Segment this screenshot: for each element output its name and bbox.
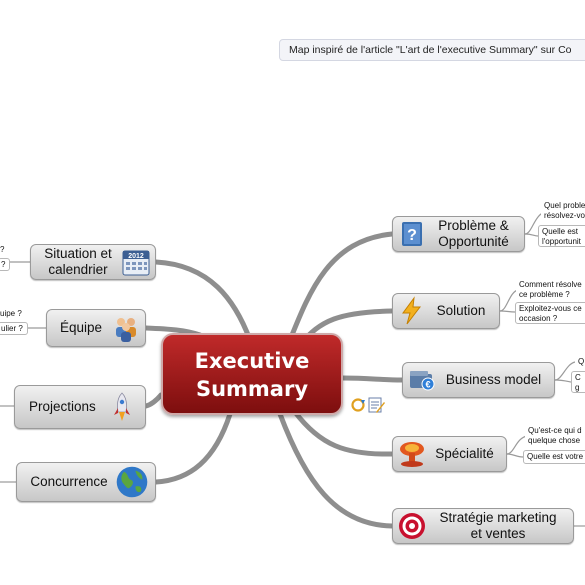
branch-strategie xyxy=(277,411,395,529)
sub-connector xyxy=(554,379,572,383)
subtopic[interactable]: C g xyxy=(571,371,585,393)
question-book-icon: ? xyxy=(397,219,427,249)
sub-connector xyxy=(506,453,524,458)
topic-label-line2: et ventes xyxy=(470,526,526,541)
calendar-icon: 2012 xyxy=(121,247,151,277)
subtopic[interactable]: Quelle est votre xyxy=(523,450,585,464)
topic-label-line2: calendrier xyxy=(48,262,108,277)
topic-label-line1: Situation et xyxy=(44,246,112,261)
topic-probleme-opportunite[interactable]: ? Problème & Opportunité xyxy=(392,216,525,252)
svg-text:€: € xyxy=(425,380,430,390)
sub-connector xyxy=(499,310,516,313)
topic-projections[interactable]: Projections xyxy=(14,385,146,429)
subtopic[interactable]: ? xyxy=(0,244,8,256)
topic-label: Projections xyxy=(29,399,96,414)
topic-equipe[interactable]: Équipe xyxy=(46,309,146,347)
branch-specialite xyxy=(292,409,395,457)
subtopic[interactable]: Comment résolve ce problème ? xyxy=(516,279,585,301)
topic-label: Solution xyxy=(436,303,486,318)
topic-label: Business model xyxy=(445,372,542,387)
central-topic-markers xyxy=(350,396,386,414)
topic-label-line1: Problème & xyxy=(438,218,509,233)
svg-text:?: ? xyxy=(407,227,417,244)
lightning-icon xyxy=(397,296,427,326)
central-topic-line2: Summary xyxy=(195,377,309,401)
subtopic[interactable]: Quelle est l'opportunit xyxy=(538,225,585,247)
topic-label: Spécialité xyxy=(435,446,494,461)
topic-label-line2: Opportunité xyxy=(438,234,509,249)
subtopic[interactable]: uipe ? xyxy=(0,308,26,320)
branch-business-model xyxy=(340,375,405,383)
topic-situation-calendrier[interactable]: Situation et calendrier 2012 xyxy=(30,244,156,280)
note-edit-icon xyxy=(368,397,385,413)
topic-specialite[interactable]: Spécialité xyxy=(392,436,507,472)
sub-connector xyxy=(524,233,539,237)
central-topic-line1: Executive xyxy=(194,349,310,373)
globe-icon xyxy=(115,465,149,499)
target-icon xyxy=(397,511,427,541)
subtopic[interactable]: Qu'est-ce qui d quelque chose xyxy=(525,425,585,447)
topic-label-line1: Stratégie marketing xyxy=(439,510,557,525)
branch-situation xyxy=(153,259,253,343)
subtopic[interactable]: ? xyxy=(0,258,10,271)
subtopic[interactable]: Quel proble résolvez-vo xyxy=(541,200,585,222)
topic-concurrence[interactable]: Concurrence xyxy=(16,462,156,502)
branch-projections xyxy=(143,392,164,409)
team-icon xyxy=(111,313,141,343)
refresh-icon xyxy=(351,398,365,412)
central-topic[interactable]: Executive Summary xyxy=(161,333,343,415)
explosion-icon xyxy=(397,439,427,469)
branch-probleme xyxy=(287,231,395,343)
topic-solution[interactable]: Solution xyxy=(392,293,500,329)
euro-wallet-icon: € xyxy=(407,365,437,395)
topic-strategie-marketing[interactable]: Stratégie marketing et ventes xyxy=(392,508,574,544)
branch-concurrence xyxy=(153,411,233,485)
subtopic[interactable]: Q xyxy=(575,356,585,368)
map-source-note: Map inspiré de l'article "L'art de l'exe… xyxy=(279,39,585,61)
topic-label: Équipe xyxy=(59,320,103,335)
calendar-year: 2012 xyxy=(128,253,144,260)
topic-business-model[interactable]: € Business model xyxy=(402,362,555,398)
topic-label: Concurrence xyxy=(30,474,108,489)
subtopic[interactable]: Exploitez-vous ce occasion ? xyxy=(515,302,585,324)
rocket-icon xyxy=(107,392,137,422)
subtopic[interactable]: ulier ? xyxy=(0,322,28,335)
